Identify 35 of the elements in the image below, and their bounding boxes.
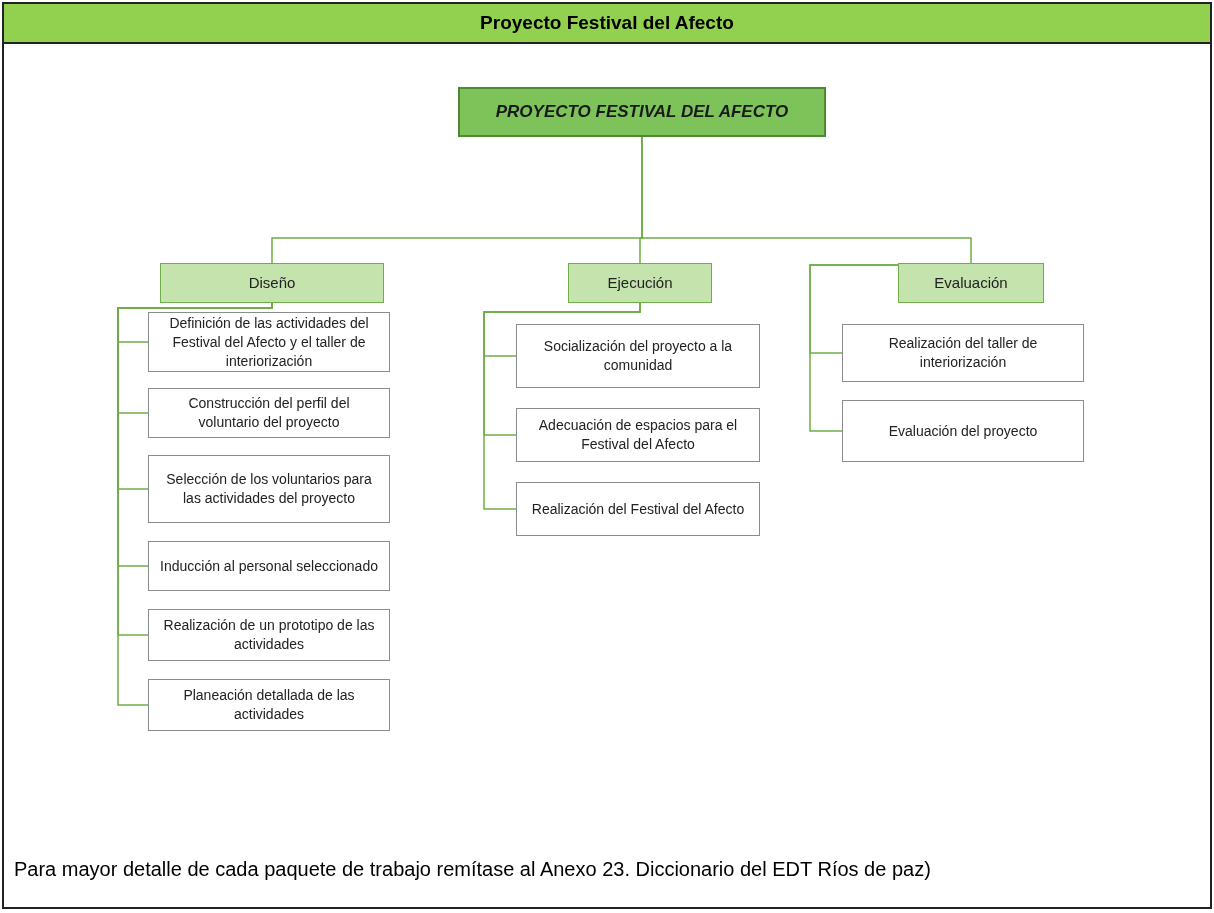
caption: Para mayor detalle de cada paquete de trabajo remítase al Anexo 23. Diccionario del EDT Ríos de paz)	[14, 857, 932, 882]
task-box	[148, 455, 390, 523]
node-label: Planeación detallada de las actividades	[182, 686, 356, 724]
node-label: Socialización del proyecto a la comunidad	[542, 337, 734, 375]
task-box	[148, 609, 390, 661]
root-box	[458, 87, 826, 137]
task-box	[148, 388, 390, 438]
node-label: Diseño	[248, 272, 296, 293]
node-label: Realización del Festival del Afecto	[531, 499, 745, 519]
node-label: Inducción al personal seleccionado	[160, 556, 378, 576]
task-box	[148, 312, 390, 372]
category-box	[160, 263, 384, 303]
task-box	[516, 324, 760, 388]
node-label: Realización del taller de interiorización	[887, 334, 1039, 372]
node-label: PROYECTO FESTIVAL DEL AFECTO	[495, 101, 789, 124]
title: Proyecto Festival del Afecto	[480, 10, 734, 35]
task-box	[842, 400, 1084, 462]
node-label: Selección de los voluntarios para las actividades del proyecto	[165, 470, 373, 508]
node-label: Adecuación de espacios para el Festival del Afecto	[537, 416, 739, 454]
node-label: Evaluación del proyecto	[888, 421, 1038, 441]
connector-line	[483, 302, 641, 510]
connector-line	[641, 136, 972, 264]
node-label: Realización de un prototipo de las actividades	[162, 616, 376, 654]
task-box	[148, 541, 390, 591]
task-box	[516, 482, 760, 536]
node-label: Ejecución	[607, 272, 673, 293]
node-label: Definición de las actividades del Festival del Afecto y el taller de interiorización	[168, 313, 370, 371]
connector-line	[809, 264, 899, 432]
node-label: Construcción del perfil del voluntario del proyecto	[187, 394, 351, 432]
node-label: Evaluación	[934, 272, 1008, 293]
task-box	[148, 679, 390, 731]
category-box	[898, 263, 1044, 303]
task-box	[516, 408, 760, 462]
category-box	[568, 263, 712, 303]
task-box	[842, 324, 1084, 382]
